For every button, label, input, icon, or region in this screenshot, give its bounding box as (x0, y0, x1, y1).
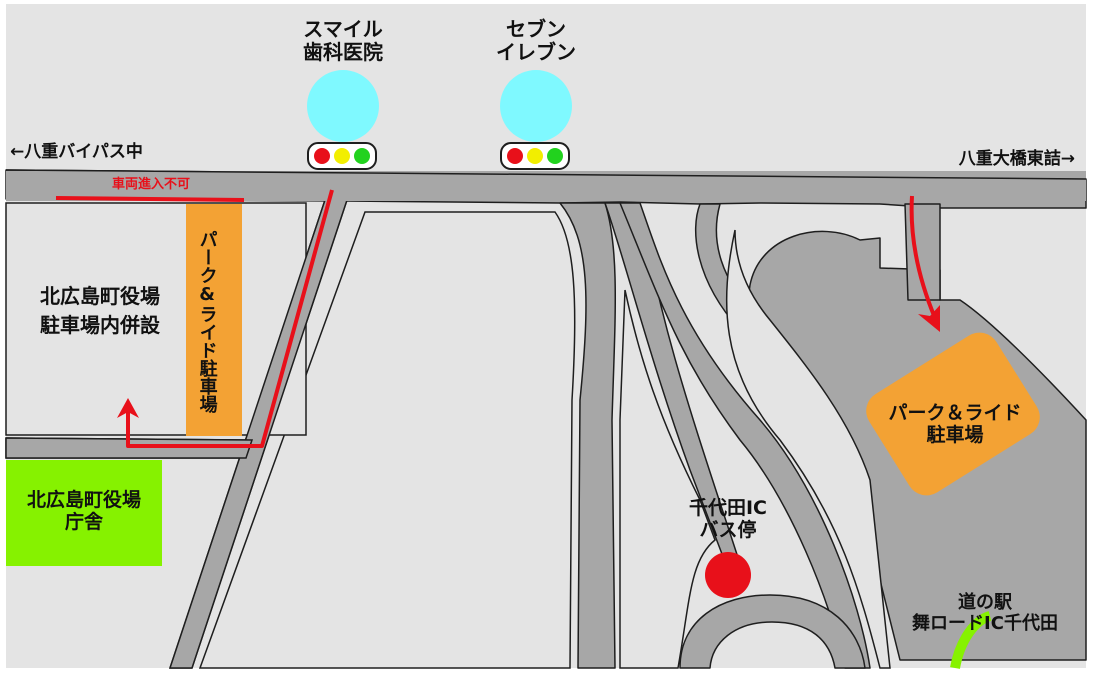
main-road-edge-north (5, 169, 1087, 180)
roadside-station-marker (950, 611, 992, 670)
inner-block-2 (619, 289, 716, 669)
main-road-top (6, 171, 1086, 201)
dental-clinic-marker (307, 70, 379, 142)
park-ride-west-label: パーク&ライド駐車場 (196, 229, 218, 413)
bus-stop-label: 千代田IC バス停 (688, 497, 767, 541)
bus-stop-marker (705, 552, 751, 598)
route-arrowhead-east (918, 305, 940, 332)
central-ramp-left (559, 202, 617, 669)
route-arrow-east (909, 195, 937, 319)
traffic-light-1-green (354, 148, 370, 164)
direction-west-label: ←八重バイパス中 (10, 142, 143, 162)
route-arrowhead-west (117, 398, 139, 418)
inner-block-3 (725, 229, 891, 669)
traffic-light-2-green (547, 148, 563, 164)
seven-eleven-label: セブン イレブン (496, 17, 576, 64)
traffic-light-1 (307, 142, 377, 170)
traffic-light-1-red (314, 148, 330, 164)
inner-block-1 (198, 211, 576, 669)
roadside-station-label: 道の駅 舞ロードIC千代田 (912, 592, 1058, 634)
direction-east-label: 八重大橋東詰→ (958, 149, 1075, 169)
inner-blocks (198, 211, 891, 669)
seven-eleven-marker (500, 70, 572, 142)
park-ride-east-label: パーク＆ライド 駐車場 (888, 402, 1022, 446)
town-office-label: 北広島町役場 庁舎 (26, 489, 141, 533)
park-ride-east-lot (866, 332, 1040, 496)
parking-lot-label: 北広島町役場 駐車場内併設 (40, 284, 160, 337)
no-entry-label: 車両進入不可 (111, 177, 190, 192)
traffic-light-1-yellow (334, 148, 350, 164)
traffic-light-2-yellow (527, 148, 543, 164)
route-arrow-west (126, 189, 334, 448)
traffic-light-2 (500, 142, 570, 170)
no-entry-line (55, 196, 245, 202)
dental-clinic-label: スマイル 歯科医院 (303, 17, 383, 64)
town-office-building (6, 460, 162, 566)
traffic-light-2-red (507, 148, 523, 164)
bus-loop (679, 594, 866, 669)
park-ride-west-lot (186, 204, 242, 436)
